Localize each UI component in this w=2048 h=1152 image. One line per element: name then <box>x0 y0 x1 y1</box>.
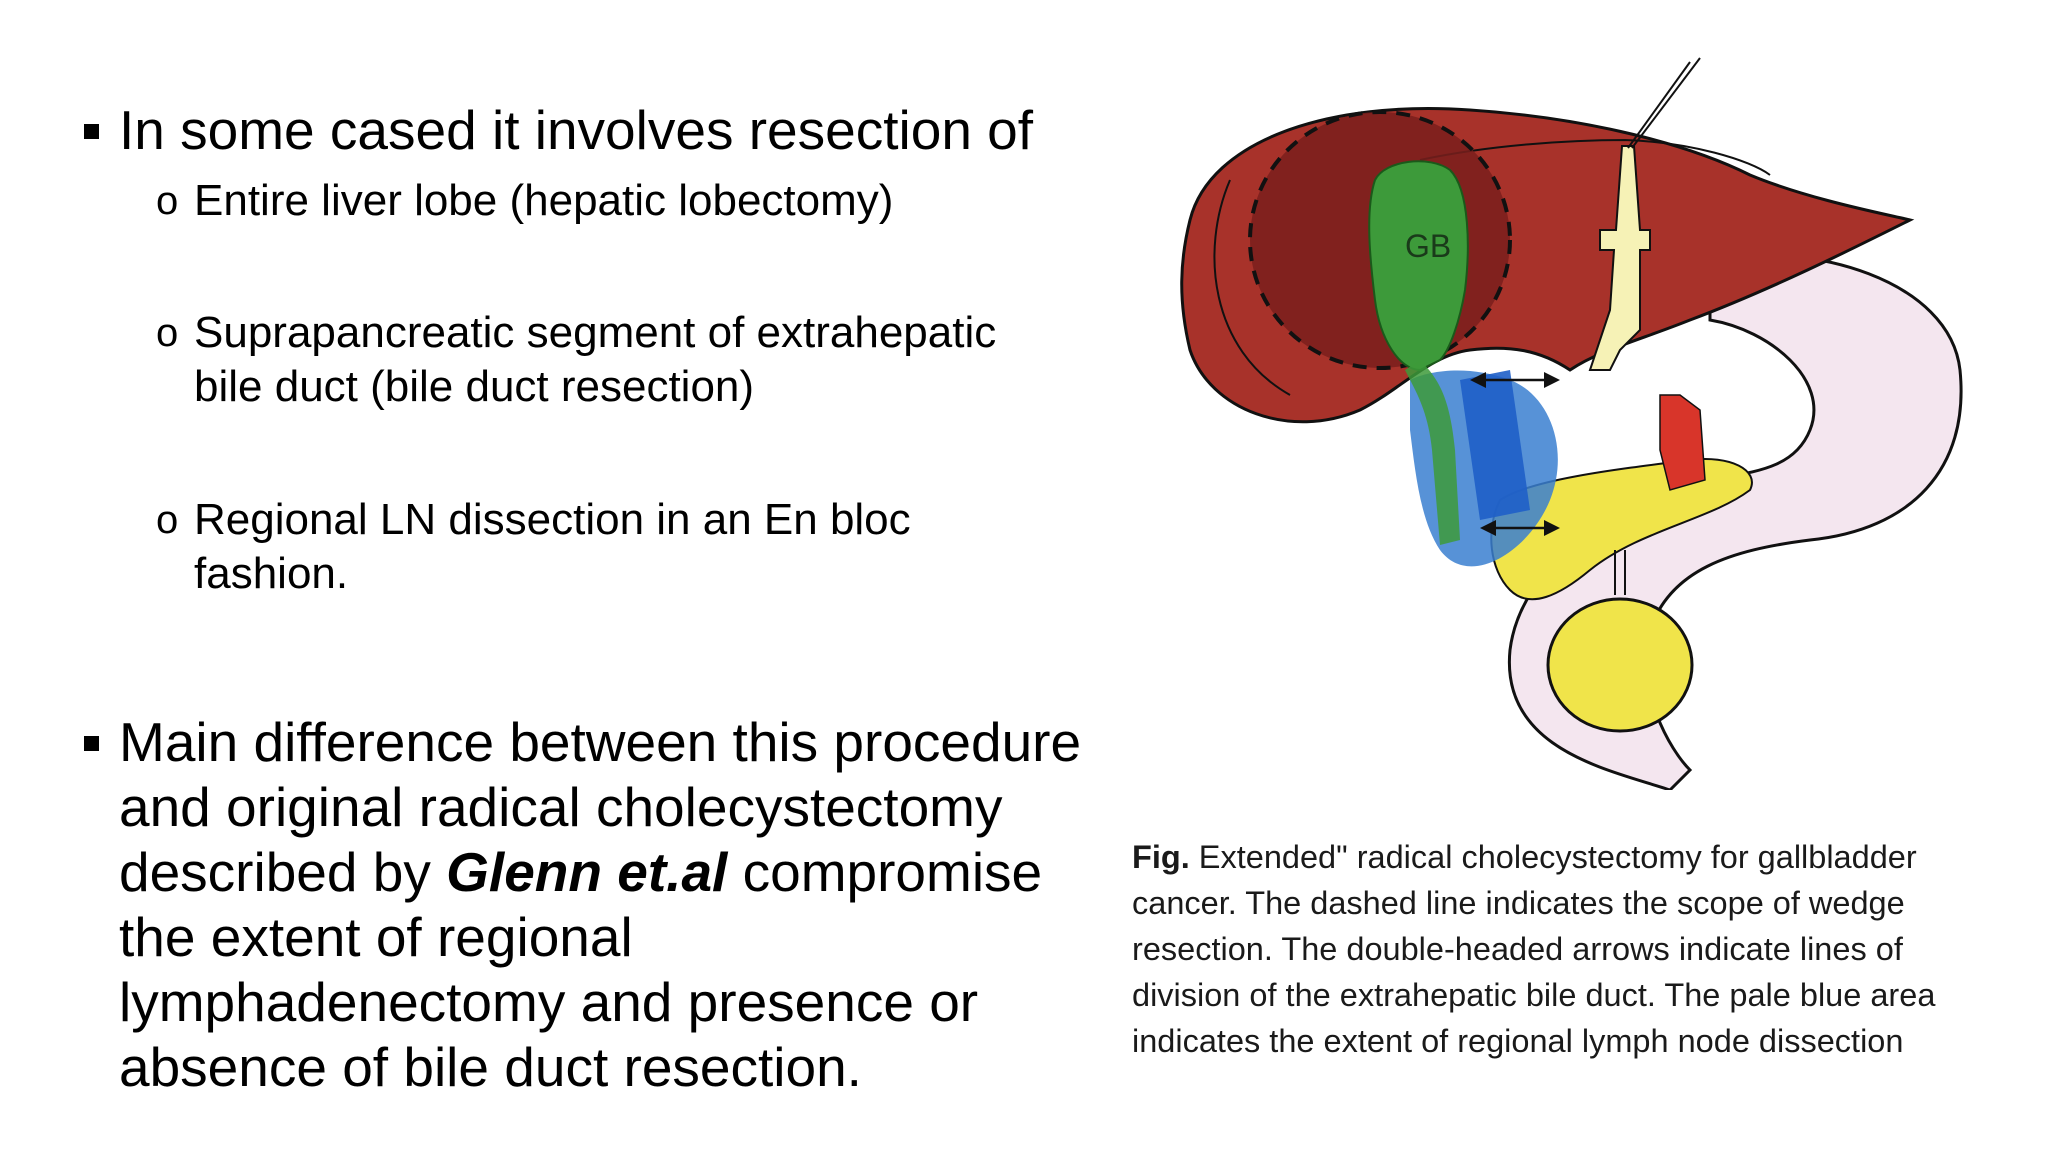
pancreas-circle <box>1546 597 1694 733</box>
bullet-main-difference: Main difference between this procedure a… <box>84 710 1124 1100</box>
ligature-line <box>1631 57 1701 149</box>
gallbladder-shape <box>1368 160 1469 372</box>
ligature-line <box>1627 61 1691 149</box>
subitem-line: Regional LN dissection in an En bloc <box>194 495 911 544</box>
liver-fissure-line <box>1213 179 1291 396</box>
subitem-line: Entire liver lobe (hepatic lobectomy) <box>194 176 894 225</box>
subitem-line: Suprapancreatic segment of extrahepatic <box>194 308 997 357</box>
bullet-text: Main difference between this procedure a… <box>119 710 1081 1100</box>
subitem-text: Regional LN dissection in an En bloc fas… <box>194 493 911 601</box>
subitem-text: Suprapancreatic segment of extrahepatic … <box>194 306 996 414</box>
bullet-line: Main difference between this procedure <box>119 711 1082 773</box>
author-emphasis: Glenn et.al <box>446 841 728 903</box>
bile-duct <box>1588 145 1651 371</box>
caption-line: resection. The double-headed arrows indi… <box>1132 931 1903 967</box>
liver-ligament-line <box>1419 138 1771 176</box>
hepatic-artery <box>1659 394 1706 491</box>
bullet-line: the extent of regional <box>119 906 633 968</box>
caption-line: Extended" radical cholecystectomy for ga… <box>1189 839 1917 875</box>
bullet-resection: In some cased it involves resection of <box>84 98 1124 163</box>
subitem-line: bile duct (bile duct resection) <box>194 362 755 411</box>
caption-line: indicates the extent of regional lymph n… <box>1132 1023 1904 1059</box>
subitem-bile-duct: o Suprapancreatic segment of extrahepati… <box>156 306 1076 414</box>
circle-bullet-icon: o <box>156 179 179 223</box>
circle-bullet-icon: o <box>156 311 179 355</box>
pancreas-shape <box>1490 458 1753 601</box>
caption-label: Fig. <box>1132 839 1190 875</box>
cystic-duct <box>1405 360 1460 545</box>
subitem-liver-lobe: o Entire liver lobe (hepatic lobectomy) <box>156 174 1076 228</box>
caption-line: cancer. The dashed line indicates the sc… <box>1132 885 1905 921</box>
subitem-ln-dissection: o Regional LN dissection in an En bloc f… <box>156 493 1076 601</box>
circle-bullet-icon: o <box>156 498 179 542</box>
caption-line: division of the extrahepatic bile duct. … <box>1132 977 1936 1013</box>
figure-caption: Fig. Extended" radical cholecystectomy f… <box>1132 834 2032 1064</box>
bullet-line: absence of bile duct resection. <box>119 1036 862 1098</box>
subitem-text: Entire liver lobe (hepatic lobectomy) <box>194 174 893 228</box>
wedge-dashed-line <box>1248 110 1512 370</box>
bullet-line-prefix: described by <box>119 841 447 903</box>
division-arrow-lower <box>1480 520 1560 536</box>
subitem-line: fashion. <box>194 549 349 598</box>
gb-label: GB <box>1405 228 1451 264</box>
bullet-line: lymphadenectomy and presence or <box>119 971 979 1033</box>
bullet-line-suffix: compromise <box>727 841 1043 903</box>
bullet-text: In some cased it involves resection of <box>119 99 1034 161</box>
division-arrow-upper <box>1470 372 1560 388</box>
portal-vein <box>1460 370 1530 520</box>
cholecystectomy-illustration: GB <box>1180 57 1963 790</box>
bullet-line: and original radical cholecystectomy <box>119 776 1003 838</box>
square-bullet-icon <box>84 736 99 751</box>
square-bullet-icon <box>84 124 99 139</box>
